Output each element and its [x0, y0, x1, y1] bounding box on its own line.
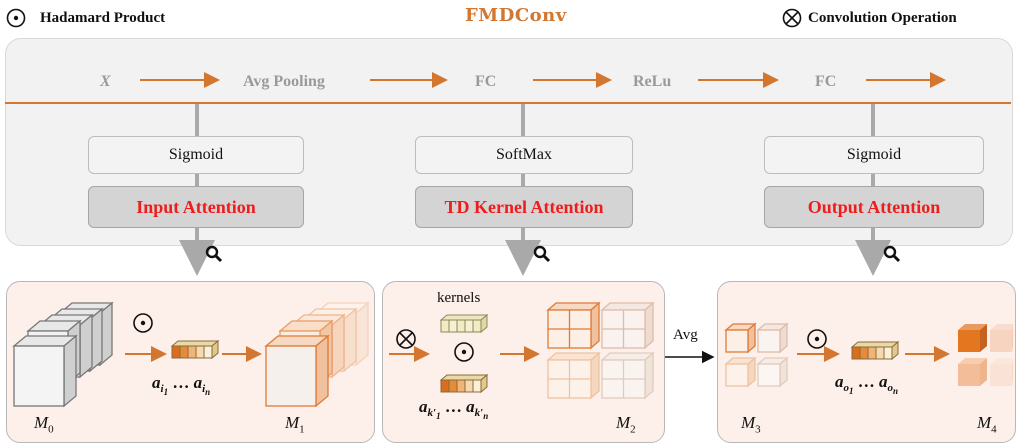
m3-output-cubes	[724, 322, 789, 388]
m0-label: M0	[34, 413, 54, 436]
magnifier-icon-left	[205, 245, 223, 263]
output-attention-box: Output Attention	[764, 186, 984, 228]
magnifier-icon-right	[883, 245, 901, 263]
hadamard-legend-label: Hadamard Product	[40, 9, 166, 26]
kernel-attention-weights: ak′1 … ak′n	[419, 397, 489, 422]
hadamard-product-icon	[6, 8, 26, 28]
convolution-op	[396, 329, 416, 349]
m0-feature-stack	[12, 301, 114, 408]
convolution-operation-icon	[782, 8, 802, 28]
avg-label: Avg	[673, 327, 698, 343]
m4-output-cubes	[958, 324, 1013, 386]
kernels-label: kernels	[437, 290, 481, 306]
input-attention-vector	[170, 339, 220, 360]
output-attention-vector	[850, 340, 900, 361]
m2-label: M2	[616, 413, 636, 436]
m1-label: M1	[285, 413, 305, 436]
hadamard-op-1	[133, 313, 153, 333]
kernels-vector	[439, 313, 489, 334]
hadamard-op-3	[807, 329, 827, 349]
m4-label: M4	[977, 413, 997, 436]
avg-pooling-label: Avg Pooling	[243, 73, 325, 90]
input-x-label: X	[100, 73, 111, 90]
m1-feature-stack	[264, 301, 370, 408]
fc-label-1: FC	[475, 73, 497, 90]
m2-kernel-grid	[546, 301, 655, 400]
fc-label-2: FC	[815, 73, 837, 90]
output-attention-weights: ao1 … aon	[835, 372, 899, 397]
sigmoid-box-right: Sigmoid	[764, 136, 984, 174]
input-attention-weights: ai1 … ain	[152, 373, 211, 398]
convolution-legend: Convolution Operation	[782, 8, 957, 28]
input-attention-box: Input Attention	[88, 186, 304, 228]
sigmoid-box-left: Sigmoid	[88, 136, 304, 174]
diagram-title: FMDConv	[465, 5, 567, 26]
relu-label: ReLu	[633, 73, 672, 90]
m3-label: M3	[741, 413, 761, 436]
magnifier-icon-middle	[533, 245, 551, 263]
convolution-legend-label: Convolution Operation	[808, 9, 957, 26]
td-kernel-attention-box: TD Kernel Attention	[415, 186, 633, 228]
kernel-attention-vector	[439, 373, 489, 394]
hadamard-op-2	[454, 342, 474, 362]
softmax-box: SoftMax	[415, 136, 633, 174]
hadamard-legend: Hadamard Product	[6, 8, 165, 28]
